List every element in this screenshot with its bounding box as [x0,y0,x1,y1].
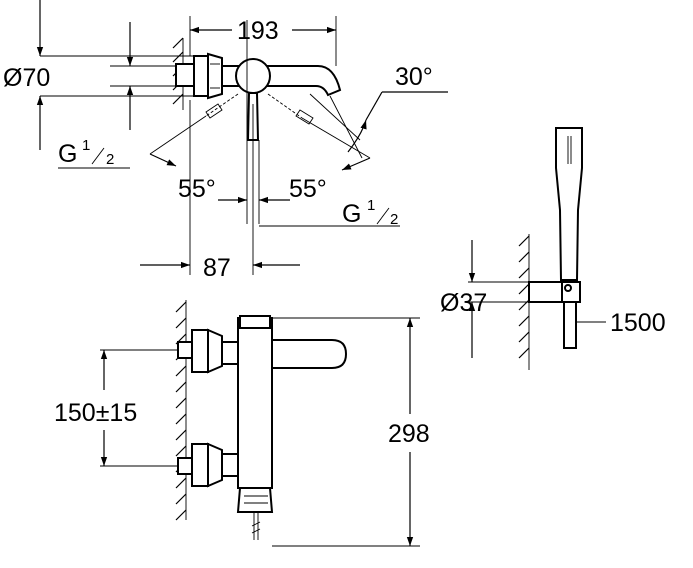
hand-shower-view [468,127,606,370]
thread-left-g-label: G [58,140,77,168]
thread-left-denominator: 2 [106,151,114,168]
hose-length-1500-label: 1500 [610,309,666,337]
top-view [36,0,448,275]
front-view [100,300,420,547]
dim-193-label: 193 [237,17,279,45]
thread-bottom-denominator: 2 [390,211,398,228]
dim-diameter-37-label: Ø37 [440,289,487,317]
dim-87-label: 87 [203,254,231,282]
dim-diameter-70-label: Ø70 [3,64,50,92]
angle-55-left-label: 55° [178,175,216,203]
thread-bottom-g-label: G [342,200,361,228]
angle-55-right-label: 55° [289,175,327,203]
dim-150-spacing-label: 150±15 [54,399,137,427]
dim-298-height-label: 298 [388,420,430,448]
thread-bottom-numerator: 1 [367,197,375,214]
angle-30-label: 30° [395,63,433,91]
thread-left-numerator: 1 [82,137,90,154]
